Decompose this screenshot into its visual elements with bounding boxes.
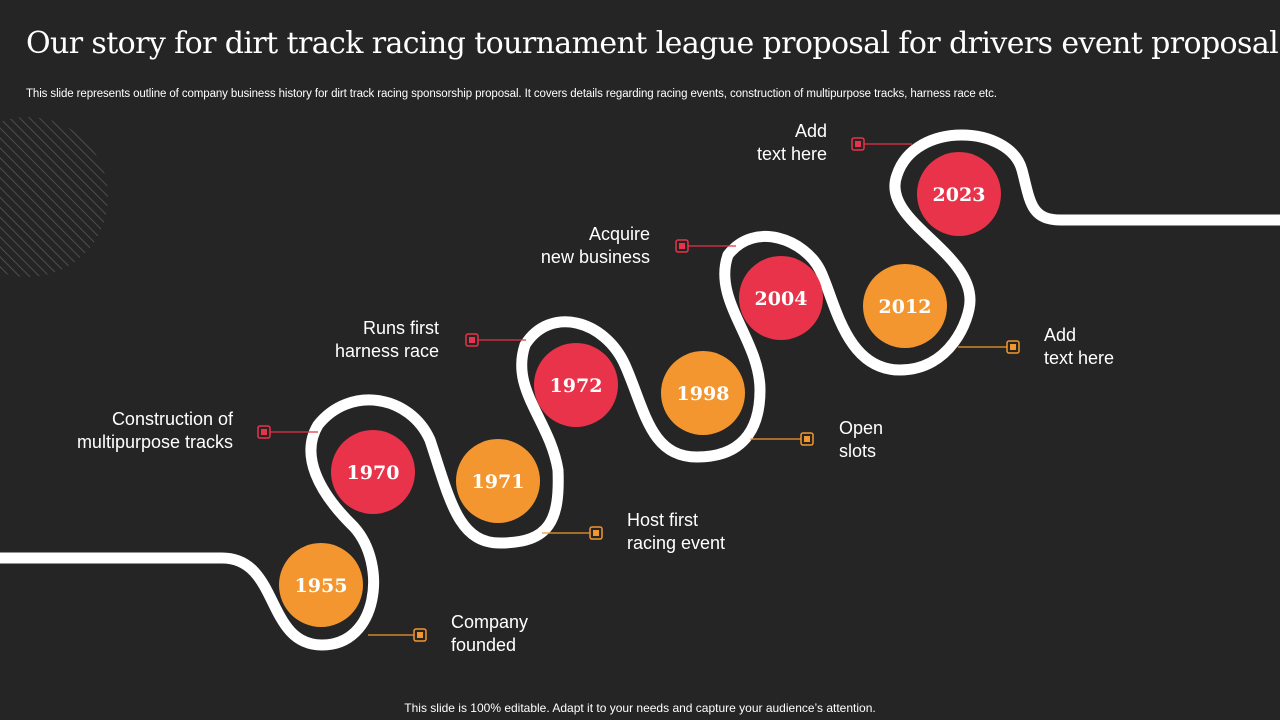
connector-marker-dot xyxy=(679,243,685,249)
page-title: Our story for dirt track racing tourname… xyxy=(26,26,1279,61)
connector-marker-dot xyxy=(1010,344,1016,350)
connector-marker-dot xyxy=(855,141,861,147)
milestone-circle-1955 xyxy=(279,543,363,627)
milestone-year-2004: 2004 xyxy=(755,288,808,310)
milestone-year-1972: 1972 xyxy=(550,375,603,397)
connector-marker-dot xyxy=(804,436,810,442)
milestone-circle-2012 xyxy=(863,264,947,348)
milestone-circle-1998 xyxy=(661,351,745,435)
connector-marker-dot xyxy=(261,429,267,435)
milestone-label-2004: Acquire new business xyxy=(540,224,650,267)
milestone-circle-2023 xyxy=(917,152,1001,236)
connector-marker-dot xyxy=(469,337,475,343)
page-subtitle: This slide represents outline of company… xyxy=(26,88,997,100)
milestone-year-1970: 1970 xyxy=(347,462,400,484)
milestone-circle-1970 xyxy=(331,430,415,514)
milestone-label-1998: Open slots xyxy=(839,418,884,461)
milestone-year-1971: 1971 xyxy=(472,471,525,493)
milestone-label-1955: Company founded xyxy=(451,612,529,655)
milestone-year-1998: 1998 xyxy=(677,383,730,405)
decorative-hatched-circle xyxy=(0,117,108,277)
milestone-year-2023: 2023 xyxy=(933,184,986,206)
milestone-year-2012: 2012 xyxy=(879,296,932,318)
connector-marker-dot xyxy=(593,530,599,536)
milestone-circle-1972 xyxy=(534,343,618,427)
milestone-circle-2004 xyxy=(739,256,823,340)
milestone-label-1972: Runs first harness race xyxy=(334,318,439,361)
winding-track xyxy=(0,129,1280,651)
footer-note: This slide is 100% editable. Adapt it to… xyxy=(404,701,876,715)
milestone-label-2023: Add text here xyxy=(756,121,827,164)
milestone-year-1955: 1955 xyxy=(295,575,348,597)
milestone-circle-1971 xyxy=(456,439,540,523)
milestone-label-2012: Add text here xyxy=(1044,325,1115,368)
milestone-label-1971: Host first racing event xyxy=(627,510,726,553)
connector-marker-dot xyxy=(417,632,423,638)
milestone-label-1970: Construction of multipurpose tracks xyxy=(76,409,233,452)
